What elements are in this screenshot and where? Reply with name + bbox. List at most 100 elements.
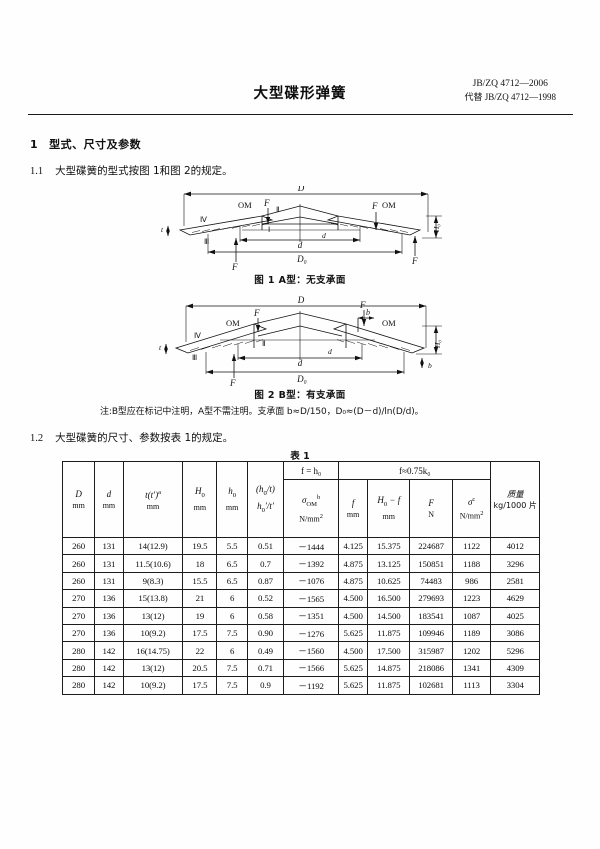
figure-2-label-D: D	[297, 296, 305, 305]
standard-number: JB/ZQ 4712—2006	[472, 79, 548, 89]
table-cell: 4309	[490, 658, 540, 678]
th-group-f-eq-h0: f = h₀	[283, 461, 340, 480]
table-cell: 14.500	[367, 606, 411, 625]
table-cell: 280	[61, 641, 96, 660]
table-cell: 0.52	[246, 589, 285, 608]
th-ratio: (h0/t)h0′/t′	[246, 461, 285, 538]
table-cell: 102681	[409, 676, 453, 695]
table-cell: 136	[94, 606, 124, 625]
figure-2-label-OM-left: OM	[226, 318, 240, 328]
table-cell: －1351	[283, 606, 340, 625]
figure-2-label-d: d	[298, 358, 303, 368]
table-cell: 10(9.2)	[122, 623, 184, 643]
figure-1-label-II: Ⅱ	[276, 205, 280, 214]
standard-code-block: JB/ZQ 4712—2006 代替 JB/ZQ 4712—1998	[464, 78, 556, 104]
table-cell: 0.90	[246, 623, 285, 643]
table-cell: 4025	[490, 606, 540, 625]
table-cell: 10.625	[367, 571, 411, 591]
figure-1-label-F-left: F	[231, 262, 238, 270]
table-cell: 22	[182, 641, 218, 660]
table-cell: －1392	[283, 554, 340, 573]
figure-note: 注:B型应在标记中注明，A型不需注明。支承面 b≈D/150，D₀≈(D－d)/…	[100, 407, 424, 417]
table-cell: 315987	[409, 641, 453, 660]
figure-2-label-F-inner: F	[253, 308, 260, 318]
clause-1-1-text: 大型碟簧的型式按图 1和图 2的规定。	[55, 165, 233, 177]
figure-1-label-F-inner: F	[263, 198, 270, 208]
table-cell: 14.875	[367, 658, 411, 678]
table-cell: 3304	[490, 676, 540, 695]
table-cell: 0.51	[246, 536, 285, 556]
table-cell: 3086	[490, 623, 540, 643]
table-cell: 6.5	[216, 554, 248, 573]
figure-1-label-OM-left: OM	[238, 200, 252, 210]
clause-1-2: 1.2 大型碟簧的尺寸、参数按表 1的规定。	[30, 430, 233, 445]
table-cell: 0.7	[246, 554, 285, 573]
table-cell: －1565	[283, 589, 340, 608]
clause-1-1: 1.1 大型碟簧的型式按图 1和图 2的规定。	[30, 163, 233, 178]
th-group-f-075k0: f≈0.75k₀	[338, 461, 492, 480]
table-cell: 142	[94, 641, 124, 660]
figure-1-label-d: d	[298, 240, 303, 250]
table-cell: 183541	[409, 606, 453, 625]
table-cell: －1444	[283, 536, 340, 556]
table-cell: 17.500	[367, 641, 411, 660]
table-cell: 6	[216, 589, 248, 608]
clause-1-1-number: 1.1	[30, 166, 44, 177]
table-cell: －1566	[283, 658, 340, 678]
standard-replaces: 代替 JB/ZQ 4712—1998	[464, 92, 556, 102]
table-cell: 4.500	[338, 606, 369, 625]
clause-1-2-number: 1.2	[30, 433, 44, 444]
figure-1-label-D0: D₀	[296, 254, 307, 264]
table-cell: 7.5	[216, 676, 248, 695]
figure-2-label-II: Ⅱ	[262, 339, 266, 348]
clause-1-2-text: 大型碟簧的尺寸、参数按表 1的规定。	[55, 432, 234, 444]
table-cell: 5.625	[338, 658, 369, 678]
figure-2-label-d2: d	[328, 347, 332, 356]
clause-1-title: 型式、尺寸及参数	[49, 138, 142, 151]
page-header: 大型碟形弹簧 JB/ZQ 4712—2006 代替 JB/ZQ 4712—199…	[0, 78, 600, 112]
table-cell: 4.875	[338, 571, 369, 591]
table-cell: －1560	[283, 641, 340, 660]
table-cell: 13.125	[367, 554, 411, 573]
table-cell: 1113	[451, 676, 492, 695]
table-cell: 20.5	[182, 658, 218, 678]
figure-2-label-b-right: b	[428, 361, 432, 370]
table-cell: 279693	[409, 589, 453, 608]
table-cell: 4.125	[338, 536, 369, 556]
figure-1-label-t: t	[161, 225, 164, 234]
table-cell: 131	[94, 536, 124, 556]
table-cell: 5.625	[338, 623, 369, 643]
table-cell: 10(9.2)	[122, 676, 184, 695]
table-cell: 136	[94, 589, 124, 608]
table-cell: 19	[182, 606, 218, 625]
table-cell: 15(13.8)	[122, 589, 184, 608]
figure-1-label-I: Ⅰ	[268, 225, 270, 234]
table-cell: 14(12.9)	[122, 536, 184, 556]
table-cell: 260	[61, 571, 96, 591]
table-cell: 270	[61, 606, 96, 625]
table-cell: 5296	[490, 641, 540, 660]
table-cell: 6	[216, 606, 248, 625]
table-cell: 131	[94, 571, 124, 591]
header-divider	[28, 114, 573, 116]
table-cell: 11.5(10.6)	[122, 554, 184, 573]
table-cell: 1122	[451, 536, 492, 556]
table-cell: 0.87	[246, 571, 285, 591]
